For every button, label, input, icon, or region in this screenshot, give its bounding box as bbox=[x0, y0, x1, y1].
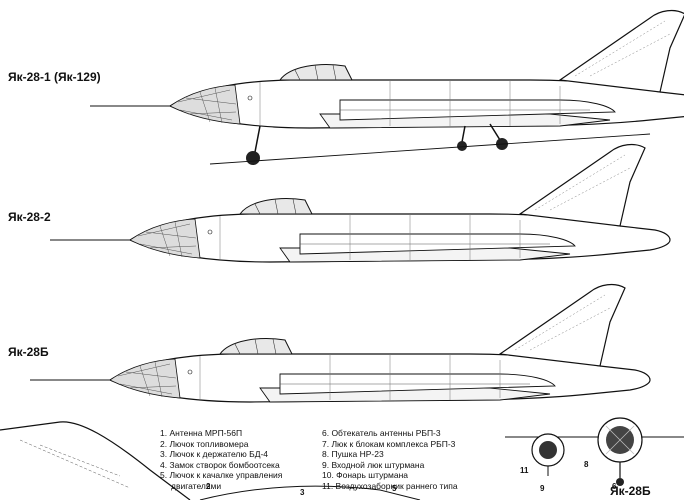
legend-left-column: 1. Антенна МРП-56П 2. Лючок топливомера … bbox=[160, 428, 282, 492]
callout-number: 2 bbox=[206, 482, 211, 491]
legend-item: 8. Пушка НР-23 bbox=[322, 449, 384, 460]
aircraft-side-view-yak-28-1 bbox=[89, 9, 684, 165]
legend-item: 4. Замок створок бомбоотсека bbox=[160, 459, 280, 470]
aircraft-side-view-yak-28b bbox=[29, 283, 651, 403]
legend-item: 1. Антенна МРП-56П bbox=[160, 428, 243, 438]
callout-number: 11 bbox=[520, 466, 529, 475]
legend-item: 7. Люк к блокам комплекса РБП-3 bbox=[322, 438, 456, 449]
front-view-label: Як-28Б bbox=[610, 484, 651, 498]
callout-number: 9 bbox=[540, 484, 545, 493]
legend-right-column: 6. Обтекатель антенны РБП-3 7. Люк к бло… bbox=[322, 428, 458, 492]
aircraft-label-yak-28-2: Як-28-2 bbox=[8, 210, 51, 224]
legend-item: 5. Лючок к качалке управления bbox=[160, 470, 283, 481]
legend-item: 2. Лючок топливомера bbox=[160, 438, 249, 449]
legend-item: 10. Фонарь штурмана bbox=[322, 470, 408, 481]
legend-item: 3. Лючок к держателю БД-4 bbox=[160, 449, 269, 460]
callout-number: 8 bbox=[584, 460, 589, 469]
aircraft-plan-view-partial bbox=[0, 421, 421, 500]
legend-item: 9. Входной люк штурмана bbox=[322, 459, 425, 470]
callout-number: 5 bbox=[392, 484, 397, 493]
legend-item: 11. Воздухозаборник раннего типа bbox=[322, 480, 458, 491]
aircraft-front-view bbox=[505, 417, 684, 486]
callout-number: 3 bbox=[300, 488, 305, 497]
aircraft-label-yak-28-1: Як-28-1 (Як-129) bbox=[8, 70, 101, 84]
aircraft-side-view-yak-28-2 bbox=[49, 143, 671, 263]
legend-item: 6. Обтекатель антенны РБП-3 bbox=[322, 428, 441, 438]
callout-number: 6 bbox=[612, 482, 617, 491]
legend-item: двигателями bbox=[171, 480, 222, 491]
aircraft-label-yak-28b: Як-28Б bbox=[8, 345, 49, 359]
